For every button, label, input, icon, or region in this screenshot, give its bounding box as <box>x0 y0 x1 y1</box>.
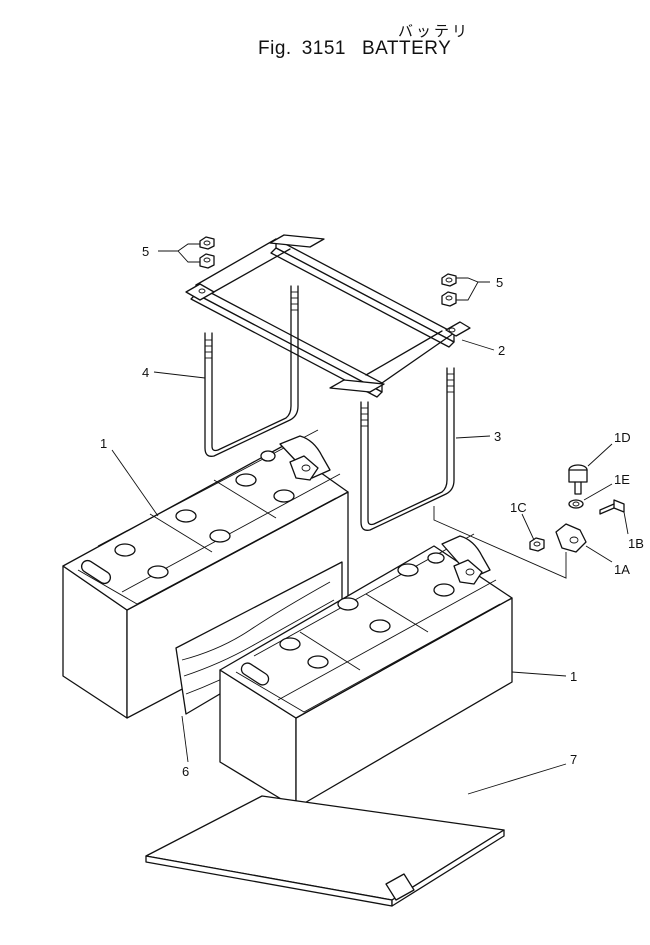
callout-1d: 1D <box>614 430 631 445</box>
terminal-clamp-parts <box>433 464 625 579</box>
callout-labels: 5 5 4 2 3 1 1 6 7 1D 1E 1B 1C 1A <box>100 244 644 779</box>
figure-number: 3151 <box>301 38 346 59</box>
j-bolt-left <box>204 285 299 457</box>
callout-3: 3 <box>494 429 501 444</box>
nuts-right <box>441 273 457 307</box>
callout-1a: 1A <box>614 562 630 577</box>
callout-4: 4 <box>142 365 149 380</box>
figure-kana-title: バッテリ <box>398 22 471 40</box>
leader-lines <box>111 243 629 795</box>
callout-7: 7 <box>570 752 577 767</box>
battery-hold-frame <box>185 234 471 398</box>
callout-1e: 1E <box>614 472 630 487</box>
figure-header: バッテリ Fig. 3151 BATTERY <box>0 0 650 70</box>
callout-2: 2 <box>498 343 505 358</box>
callout-1c: 1C <box>510 500 527 515</box>
callout-1-left: 1 <box>100 436 107 451</box>
j-bolt-right <box>360 367 455 531</box>
callout-1b: 1B <box>628 536 644 551</box>
battery-right <box>219 533 513 809</box>
battery-mat <box>145 795 505 907</box>
cell-caps-right <box>279 563 455 669</box>
figure-title: Fig. 3151 BATTERY <box>258 38 451 60</box>
callout-5-right: 5 <box>496 275 503 290</box>
figure-prefix: Fig. <box>258 38 292 59</box>
callout-5-left: 5 <box>142 244 149 259</box>
callout-1-right: 1 <box>570 669 577 684</box>
callout-6: 6 <box>182 764 189 779</box>
figure-name: BATTERY <box>361 38 452 59</box>
cell-caps-left <box>114 473 295 579</box>
nuts-left <box>199 236 215 269</box>
